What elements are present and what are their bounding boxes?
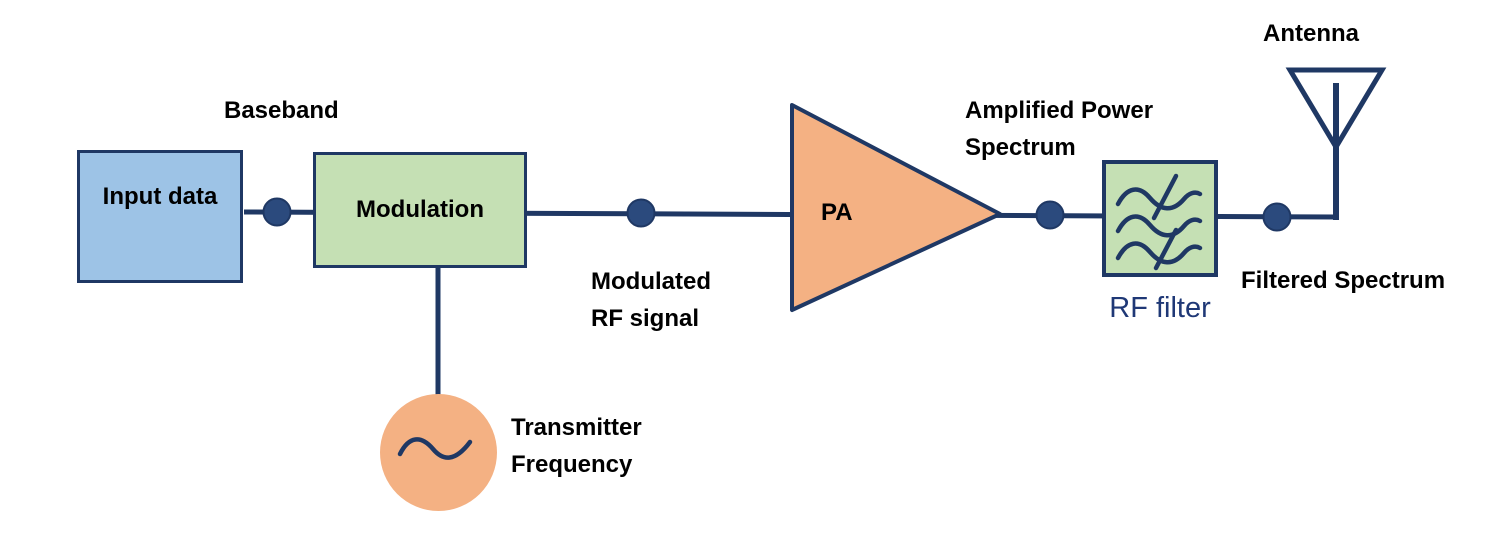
node-dot-icon bbox=[1035, 200, 1065, 230]
rf-filter-label: RF filter bbox=[1109, 292, 1211, 324]
node-dot-icon bbox=[626, 198, 656, 228]
filtered-spectrum-label: Filtered Spectrum bbox=[1241, 267, 1446, 294]
modulation-label: Modulation bbox=[356, 196, 484, 223]
antenna-icon bbox=[1285, 67, 1387, 220]
baseband-label: Baseband bbox=[224, 97, 339, 124]
input-data-block: Input data bbox=[77, 150, 243, 283]
transmitter-frequency-label: Transmitter Frequency bbox=[511, 414, 642, 479]
antenna-label: Antenna bbox=[1263, 20, 1359, 47]
rf-filter-block bbox=[1102, 160, 1218, 277]
amplified-power-spectrum-label: Amplified Power Spectrum bbox=[965, 97, 1154, 162]
sine-wave-icon bbox=[397, 437, 473, 460]
pa-label: PA bbox=[821, 199, 853, 226]
modulated-rf-signal-label: Modulated RF signal bbox=[591, 268, 711, 333]
pa-amplifier-triangle bbox=[790, 103, 1002, 312]
input-data-label: Input data bbox=[102, 183, 218, 210]
oscillator-circle bbox=[380, 394, 497, 511]
modulation-block: Modulation bbox=[313, 152, 527, 268]
node-dot-icon bbox=[262, 197, 292, 227]
filter-waves-icon bbox=[1115, 173, 1203, 271]
node-dot-icon bbox=[1262, 202, 1292, 232]
